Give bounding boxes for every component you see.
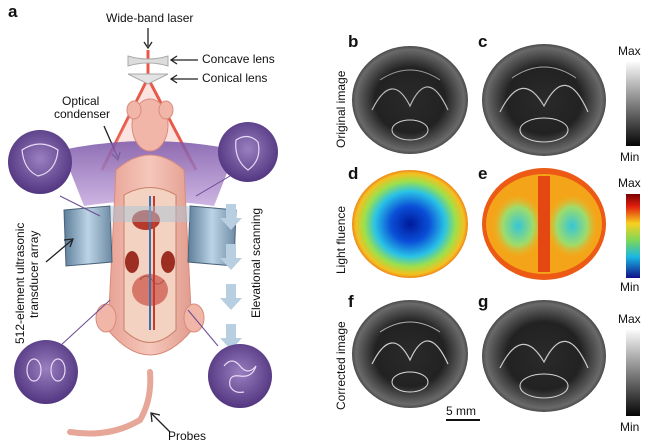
colorbar-bottom-min: Min <box>620 420 640 434</box>
organ-disc-liver <box>8 130 101 217</box>
row-label-fluence: Light fluence <box>334 205 348 274</box>
conical-lens-callout: Conical lens <box>202 71 268 85</box>
colorbar-jet <box>626 194 640 278</box>
probes-callout: Probes <box>168 429 207 443</box>
organ-disc-heart <box>195 122 278 197</box>
panel-c-label: c <box>478 32 488 51</box>
conical-lens-shape <box>127 73 169 85</box>
panel-a-label: a <box>8 2 18 21</box>
colorbar-top-max: Max <box>618 44 641 58</box>
laser-callout: Wide-band laser <box>106 11 194 25</box>
panel-d-label: d <box>348 164 359 183</box>
condenser-callout-line1: Optical <box>62 94 100 108</box>
colorbar-jet-min: Min <box>620 280 640 294</box>
elevational-scanning-arrows <box>220 204 242 350</box>
organ-disc-intestine <box>187 309 272 408</box>
panel-g-label: g <box>478 292 489 311</box>
panel-f-label: f <box>348 292 354 311</box>
colorbar-gray-top <box>626 62 640 146</box>
image-b-original <box>352 46 468 154</box>
image-d-fluence <box>352 170 468 278</box>
colorbar-jet-max: Max <box>618 176 641 190</box>
concave-lens-shape <box>127 55 169 67</box>
scale-bar-label: 5 mm <box>446 404 476 418</box>
transducer-array <box>63 205 237 267</box>
image-g-corrected <box>482 300 606 412</box>
organ-disc-kidneys <box>14 299 111 404</box>
colorbar-top-min: Min <box>620 150 640 164</box>
panel-e-label: e <box>478 164 488 183</box>
row-label-corrected: Corrected image <box>334 321 348 410</box>
image-f-corrected <box>352 300 468 408</box>
image-e-fluence <box>482 168 606 280</box>
row-label-original: Original image <box>334 70 348 148</box>
colorbar-gray-bottom <box>626 330 640 416</box>
array-arrow <box>45 239 73 263</box>
colorbar-bottom-max: Max <box>618 312 641 326</box>
image-c-original <box>482 44 606 156</box>
panel-b-label: b <box>348 32 359 51</box>
probes-arrow <box>151 413 171 433</box>
concave-lens-callout: Concave lens <box>202 52 275 66</box>
condenser-callout-line2: condenser <box>54 107 111 121</box>
mouse-illustration <box>67 98 205 437</box>
